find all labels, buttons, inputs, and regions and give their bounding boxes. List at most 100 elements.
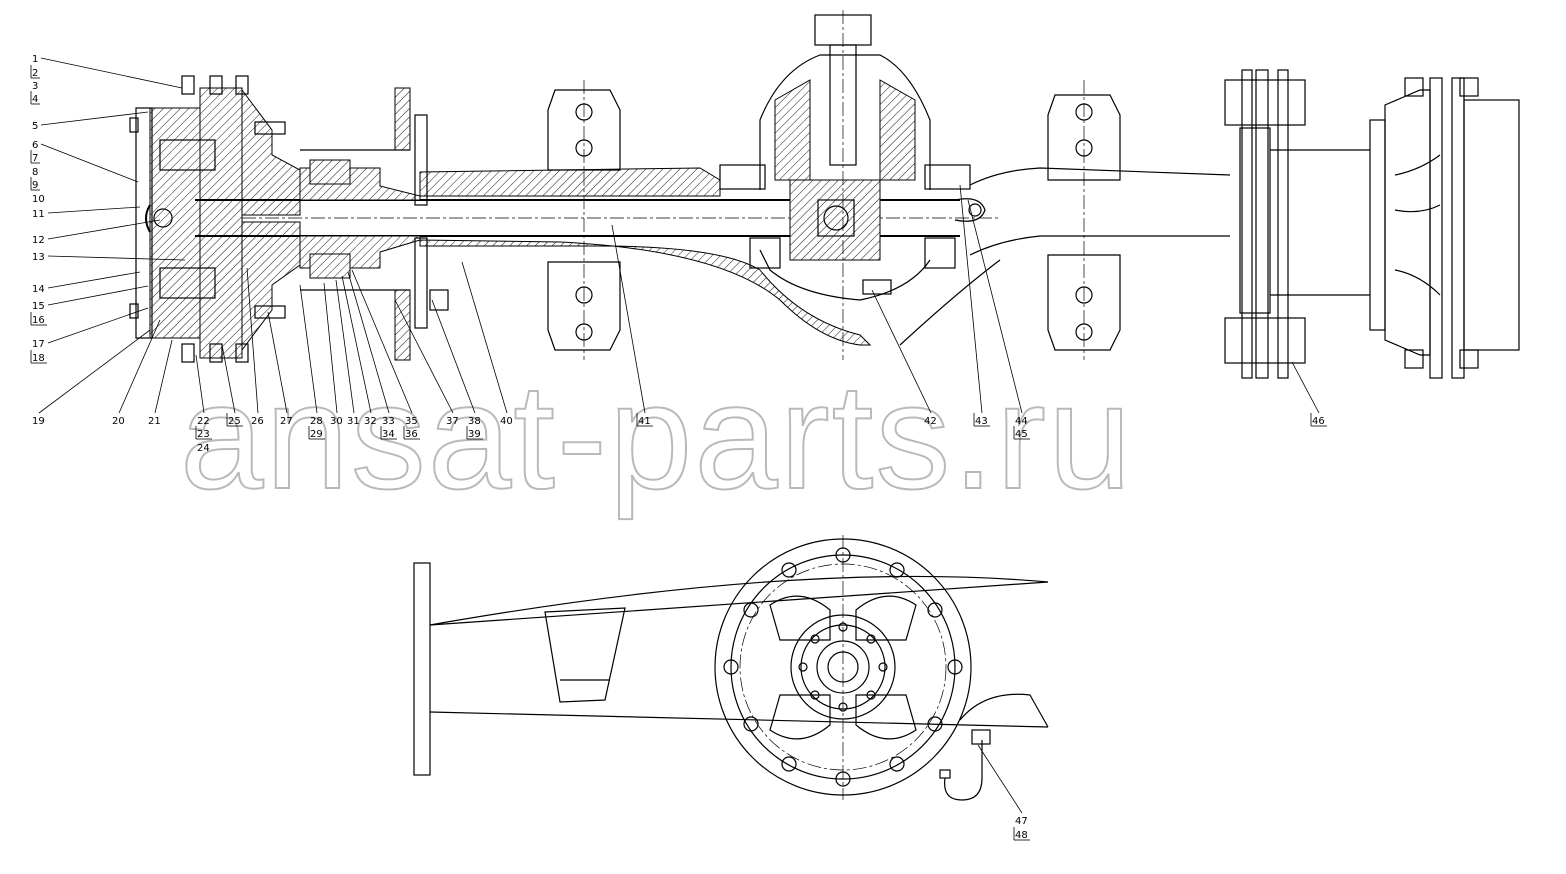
callout-number: 28 bbox=[310, 416, 323, 427]
callout-number: 36 bbox=[405, 429, 418, 440]
leader-line bbox=[977, 744, 1023, 814]
callout-21: 21 bbox=[148, 339, 173, 427]
callout-32: 32 bbox=[341, 275, 377, 427]
callout-48: 48 bbox=[1013, 827, 1030, 841]
left-hub bbox=[129, 75, 301, 363]
callout-17: 17 bbox=[32, 307, 149, 350]
callout-20: 20 bbox=[112, 319, 161, 427]
callout-number: 24 bbox=[197, 443, 210, 454]
callout-10: 10 bbox=[32, 194, 45, 205]
callout-25: 25 bbox=[221, 344, 243, 427]
leader-line bbox=[47, 255, 186, 261]
callout-11: 11 bbox=[32, 206, 141, 220]
callout-number: 8 bbox=[32, 167, 38, 178]
callout-15: 15 bbox=[32, 285, 149, 312]
callout-23: 23 bbox=[195, 426, 212, 440]
leader-line bbox=[40, 111, 149, 126]
callout-number: 17 bbox=[32, 339, 45, 350]
leader-line bbox=[195, 354, 205, 414]
callout-6: 6 bbox=[32, 140, 139, 183]
callout-number: 12 bbox=[32, 235, 45, 246]
leader-line bbox=[1291, 361, 1320, 414]
leader-line bbox=[323, 282, 338, 414]
callout-number: 34 bbox=[382, 429, 395, 440]
callout-number: 16 bbox=[32, 315, 45, 326]
callout-number: 40 bbox=[500, 416, 513, 427]
leader-line bbox=[299, 284, 318, 414]
callout-29: 29 bbox=[308, 426, 325, 440]
callout-number: 13 bbox=[32, 252, 45, 263]
leader-line bbox=[40, 143, 139, 183]
callout-number: 1 bbox=[32, 54, 38, 65]
right-axle-housing bbox=[899, 80, 1231, 360]
callout-14: 14 bbox=[32, 271, 141, 295]
leader-line bbox=[47, 219, 161, 240]
callout-5: 5 bbox=[32, 111, 149, 132]
callout-27: 27 bbox=[267, 311, 293, 427]
callout-number: 30 bbox=[330, 416, 343, 427]
callout-number: 31 bbox=[347, 416, 360, 427]
top-section-view bbox=[129, 10, 1520, 379]
leader-line bbox=[154, 339, 173, 414]
callout-39: 39 bbox=[466, 426, 483, 440]
callout-number: 9 bbox=[32, 180, 38, 191]
callout-number: 35 bbox=[405, 416, 418, 427]
leader-line bbox=[47, 206, 141, 214]
callout-18: 18 bbox=[30, 350, 47, 364]
callout-4: 4 bbox=[30, 91, 40, 105]
callout-number: 14 bbox=[32, 284, 45, 295]
leader-line bbox=[871, 289, 932, 414]
leader-line bbox=[267, 311, 288, 414]
callout-1: 1 bbox=[32, 54, 183, 89]
callout-number: 45 bbox=[1015, 429, 1028, 440]
callout-number: 46 bbox=[1312, 416, 1325, 427]
callout-number: 22 bbox=[197, 416, 210, 427]
callout-42: 42 bbox=[871, 289, 937, 427]
callout-number: 25 bbox=[228, 416, 241, 427]
callout-44: 44 bbox=[967, 199, 1028, 427]
bottom-end-view bbox=[413, 535, 1049, 801]
callout-number: 39 bbox=[468, 429, 481, 440]
callout-24: 24 bbox=[197, 443, 210, 454]
callout-2: 2 bbox=[30, 65, 40, 79]
leader-line bbox=[47, 285, 149, 306]
callout-number: 41 bbox=[638, 416, 651, 427]
callout-37: 37 bbox=[394, 299, 459, 427]
left-spring-seat bbox=[547, 80, 621, 360]
leader-line bbox=[221, 344, 236, 414]
callout-40: 40 bbox=[461, 261, 513, 427]
callout-number: 4 bbox=[32, 94, 38, 105]
leader-line bbox=[38, 329, 151, 414]
callout-33: 33 bbox=[347, 271, 395, 427]
leader-line bbox=[394, 299, 454, 414]
callout-number: 27 bbox=[280, 416, 293, 427]
callout-28: 28 bbox=[299, 284, 323, 427]
callout-9: 9 bbox=[30, 177, 40, 191]
callout-number: 5 bbox=[32, 121, 38, 132]
callout-number: 2 bbox=[32, 68, 38, 79]
leader-line bbox=[118, 319, 161, 414]
leader-line bbox=[40, 57, 183, 89]
callout-number: 19 bbox=[32, 416, 45, 427]
leader-line bbox=[246, 267, 259, 414]
callout-38: 38 bbox=[431, 299, 481, 427]
callout-16: 16 bbox=[30, 312, 47, 326]
leader-line bbox=[47, 307, 149, 344]
callout-47: 47 bbox=[977, 744, 1028, 827]
callout-number: 29 bbox=[310, 429, 323, 440]
callout-45: 45 bbox=[1013, 426, 1030, 440]
callout-number: 21 bbox=[148, 416, 161, 427]
callout-26: 26 bbox=[246, 267, 264, 427]
callout-7: 7 bbox=[30, 150, 40, 164]
callout-number: 33 bbox=[382, 416, 395, 427]
callout-number: 48 bbox=[1015, 830, 1028, 841]
watermark-text: ansat-parts.ru bbox=[180, 352, 1133, 520]
callout-number: 32 bbox=[364, 416, 377, 427]
callout-number: 42 bbox=[924, 416, 937, 427]
callout-43: 43 bbox=[959, 184, 990, 427]
callout-35: 35 bbox=[351, 269, 418, 427]
leader-line bbox=[341, 275, 372, 414]
callout-19: 19 bbox=[32, 329, 151, 427]
